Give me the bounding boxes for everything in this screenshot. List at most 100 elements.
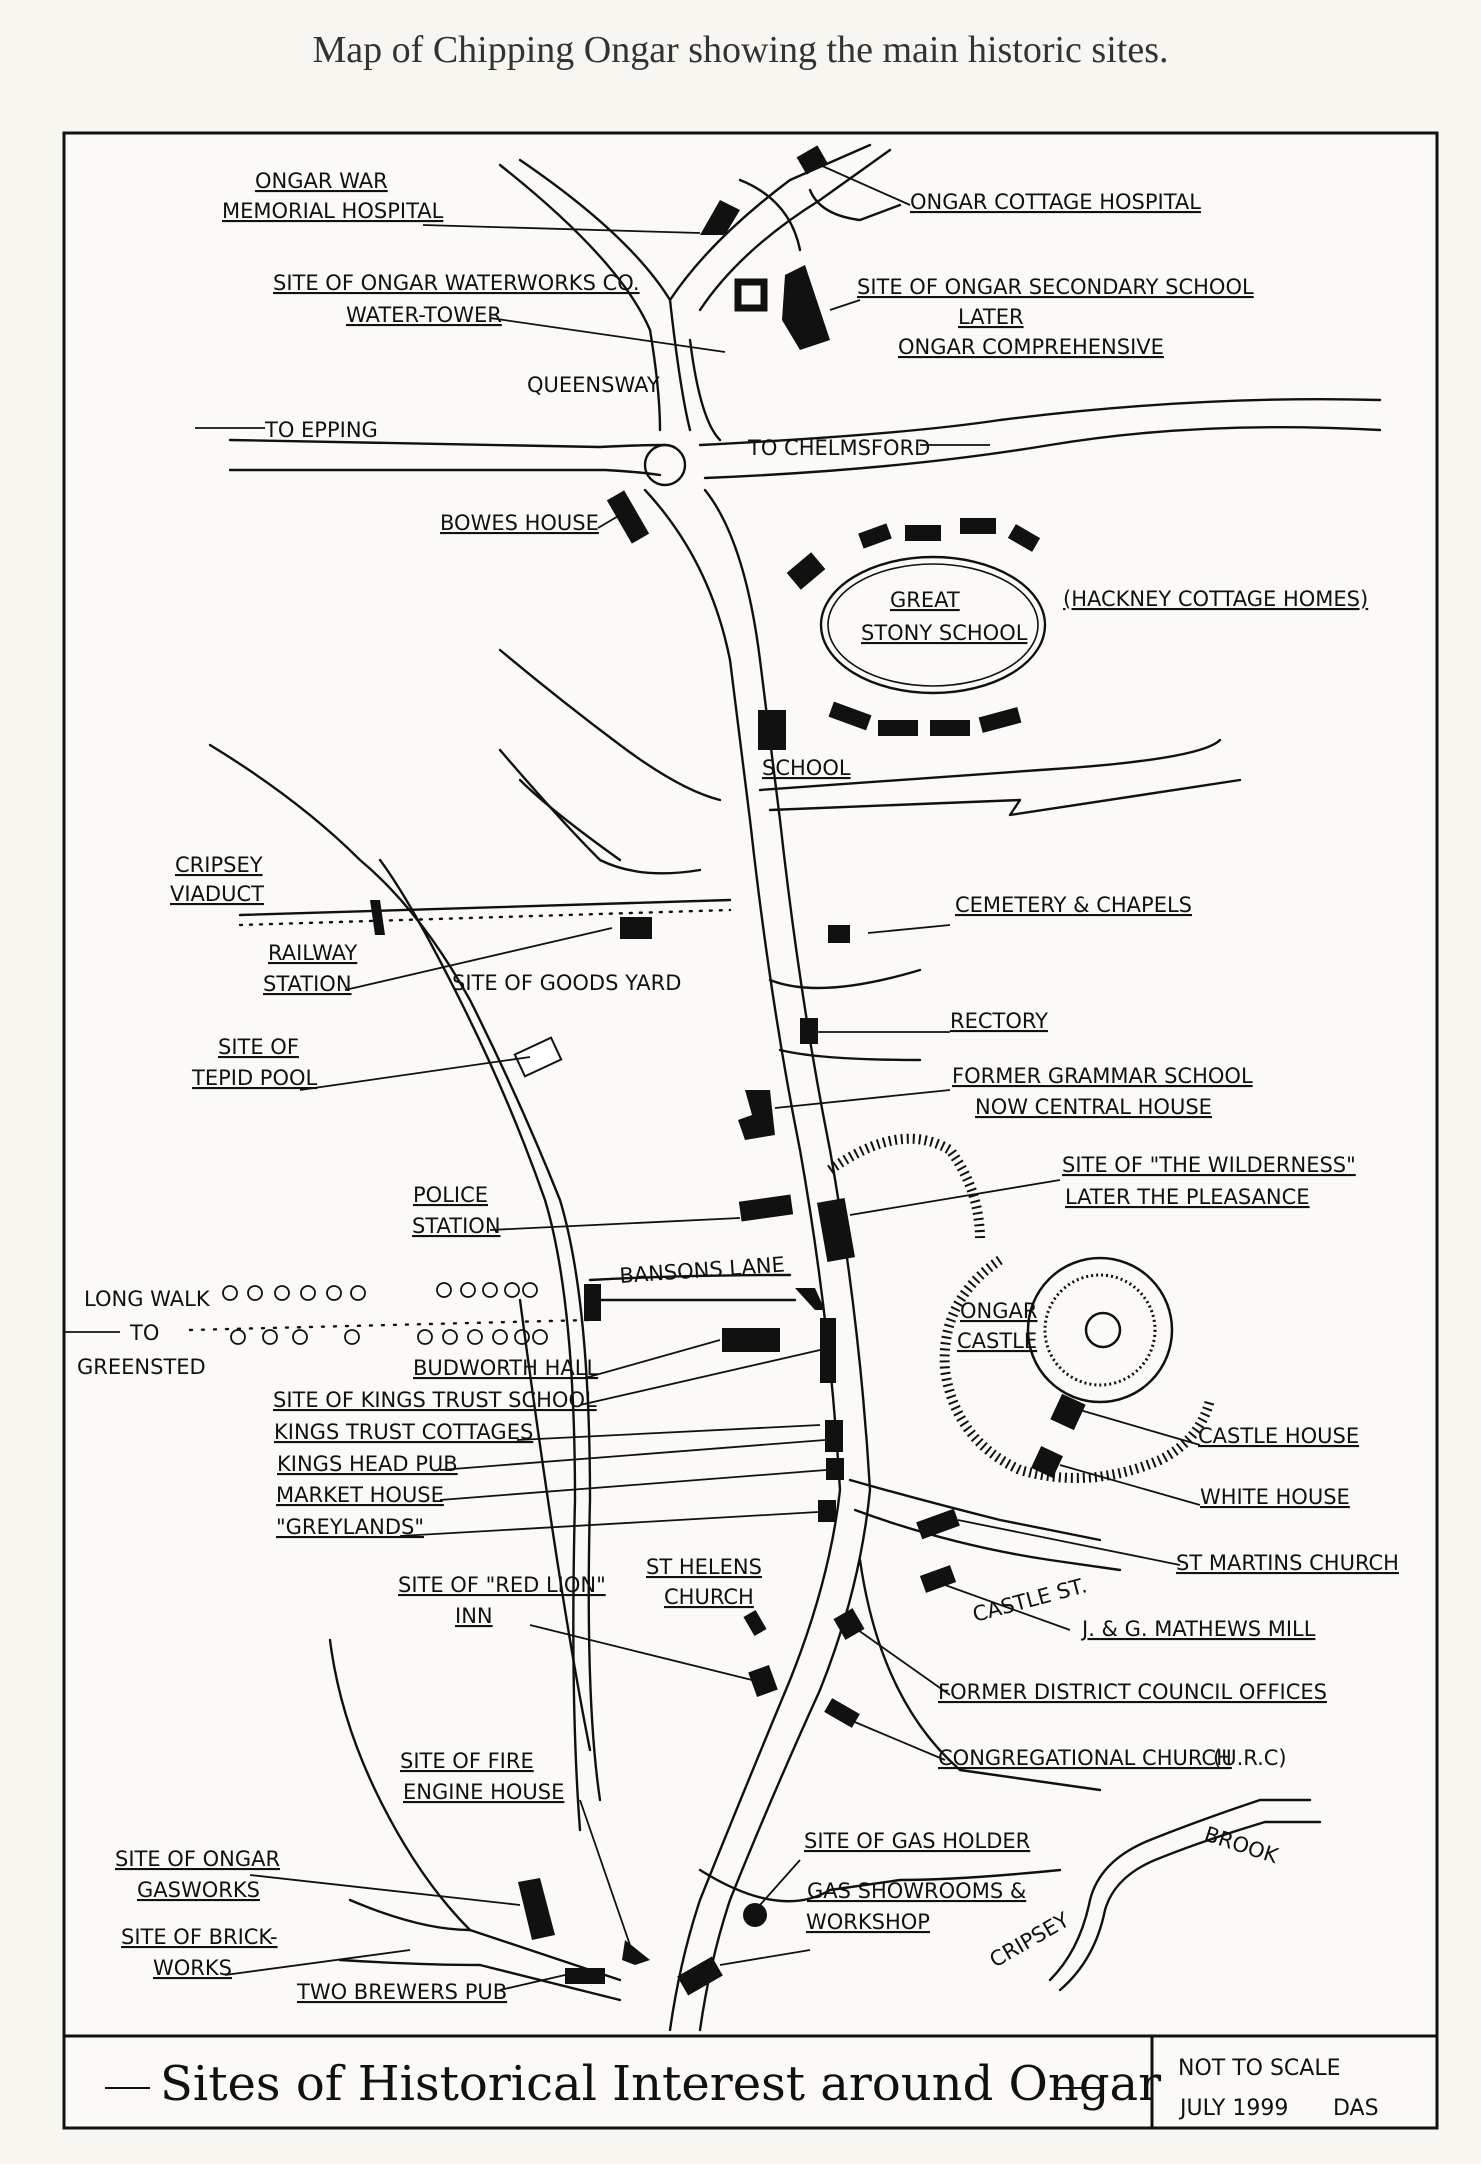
kings-trust-cottages — [820, 1318, 836, 1383]
label-fire-2: ENGINE HOUSE — [403, 1780, 564, 1804]
hackney-home-2 — [858, 523, 892, 549]
buildings — [370, 145, 1086, 1996]
label-two-brewers: TWO BREWERS PUB — [296, 1980, 507, 2004]
police-station — [738, 1194, 794, 1222]
label-cottage-hospital: ONGAR COTTAGE HOSPITAL — [910, 190, 1201, 214]
ongar-castle-earthworks — [827, 1133, 1215, 1483]
label-goods-yard: SITE OF GOODS YARD — [452, 971, 681, 995]
two-brewers-pub — [565, 1968, 605, 1984]
label-kings-trust-school: SITE OF KINGS TRUST SCHOOL — [273, 1388, 597, 1412]
water-tower — [734, 278, 768, 312]
label-great-stony-2: STONY SCHOOL — [861, 621, 1028, 645]
hackney-home-1 — [786, 552, 826, 590]
label-great-stony-1: GREAT — [890, 588, 960, 612]
gas-holder — [743, 1903, 767, 1927]
label-grammar-2: NOW CENTRAL HOUSE — [975, 1095, 1212, 1119]
label-police-2: STATION — [412, 1214, 501, 1238]
label-long-walk-3: GREENSTED — [77, 1355, 206, 1379]
hackney-home-3 — [905, 525, 941, 541]
label-brick-2: WORKS — [153, 1956, 232, 1980]
label-st-helens-1: ST HELENS — [646, 1555, 762, 1579]
label-police-1: POLICE — [413, 1183, 488, 1207]
hackney-home-7 — [878, 720, 918, 736]
mathews-mill — [919, 1565, 957, 1593]
label-rectory: RECTORY — [950, 1009, 1048, 1033]
cemetery-chapel — [828, 925, 850, 943]
market-house — [826, 1458, 844, 1480]
label-long-walk-1: LONG WALK — [84, 1287, 211, 1311]
label-showrooms-1: GAS SHOWROOMS & — [807, 1879, 1026, 1903]
label-secondary-3: ONGAR COMPREHENSIVE — [898, 335, 1164, 359]
castle-house — [1050, 1393, 1086, 1431]
label-fire-1: SITE OF FIRE — [400, 1749, 534, 1773]
label-grammar-1: FORMER GRAMMAR SCHOOL — [952, 1064, 1253, 1088]
label-urc: (U.R.C) — [1213, 1746, 1287, 1770]
district-council-offices — [833, 1608, 865, 1640]
label-mill: J. & G. MATHEWS MILL — [1080, 1617, 1316, 1641]
label-viaduct-2: VIADUCT — [170, 882, 264, 906]
road-network — [188, 143, 1382, 2032]
label-hackney: (HACKNEY COTTAGE HOMES) — [1063, 587, 1368, 611]
hackney-home-8 — [930, 720, 970, 736]
label-railway-1: RAILWAY — [268, 941, 357, 965]
label-queensway: QUEENSWAY — [527, 373, 660, 397]
long-walk-trees — [222, 1282, 548, 1345]
label-brick-1: SITE OF BRICK- — [121, 1925, 278, 1949]
page-caption: Map of Chipping Ongar showing the main h… — [312, 29, 1169, 71]
label-gasworks-2: GASWORKS — [137, 1878, 260, 1902]
label-white-house: WHITE HOUSE — [1200, 1485, 1350, 1509]
label-wilderness-2: LATER THE PLEASANCE — [1065, 1185, 1310, 1209]
label-st-helens-2: CHURCH — [664, 1585, 754, 1609]
goods-yard-building — [620, 917, 652, 939]
tepid-pool — [513, 1036, 563, 1078]
gas-showrooms — [677, 1956, 723, 1996]
label-tepid-2: TEPID POOL — [191, 1066, 318, 1090]
label-cemetery: CEMETERY & CHAPELS — [955, 893, 1192, 917]
label-red-lion-1: SITE OF "RED LION" — [398, 1573, 606, 1597]
label-red-lion-2: INN — [455, 1604, 493, 1628]
label-st-martins: ST MARTINS CHURCH — [1176, 1551, 1399, 1575]
label-to-chelmsford: TO CHELMSFORD — [747, 436, 930, 460]
great-stony-grounds — [819, 555, 1047, 695]
hackney-home-9 — [978, 707, 1022, 733]
label-showrooms-2: WORKSHOP — [806, 1910, 930, 1934]
label-school: SCHOOL — [762, 756, 851, 780]
label-budworth: BUDWORTH HALL — [413, 1356, 598, 1380]
label-bowes-house: BOWES HOUSE — [440, 511, 599, 535]
map-title: Sites of Historical Interest around Onga… — [160, 2056, 1161, 2112]
leader-lines — [65, 164, 1201, 1991]
greylands — [818, 1500, 836, 1522]
red-lion-inn — [748, 1665, 778, 1697]
kings-head-pub — [825, 1420, 843, 1452]
label-castle-2: CASTLE — [957, 1329, 1037, 1353]
label-tepid-1: SITE OF — [218, 1035, 299, 1059]
label-market-house: MARKET HOUSE — [276, 1483, 444, 1507]
white-house — [1031, 1446, 1063, 1478]
label-war-memorial-1: ONGAR WAR — [255, 169, 388, 193]
label-waterworks-1: SITE OF ONGAR WATERWORKS CO. — [273, 271, 640, 295]
label-castle-1: ONGAR — [960, 1299, 1037, 1323]
label-council: FORMER DISTRICT COUNCIL OFFICES — [938, 1680, 1327, 1704]
label-greylands: "GREYLANDS" — [276, 1515, 424, 1539]
kings-trust-school — [722, 1328, 780, 1352]
scale-note: NOT TO SCALE — [1178, 2056, 1341, 2081]
war-memorial-hospital — [700, 200, 740, 235]
label-waterworks-2: WATER-TOWER — [346, 303, 502, 327]
label-kings-head: KINGS HEAD PUB — [277, 1452, 458, 1476]
author-note: DAS — [1333, 2096, 1379, 2121]
date-note: JULY 1999 — [1178, 2096, 1288, 2121]
budworth-hall — [795, 1288, 825, 1310]
label-long-walk-2: TO — [129, 1321, 159, 1345]
fire-engine-house — [622, 1940, 650, 1965]
cripsey-viaduct — [370, 900, 385, 935]
label-secondary-2: LATER — [958, 305, 1024, 329]
cottage-hospital — [796, 145, 828, 175]
bansons-bridge — [584, 1284, 601, 1321]
label-railway-2: STATION — [263, 972, 352, 996]
great-stony-inner — [827, 563, 1039, 687]
hackney-home-6 — [828, 701, 872, 731]
label-to-epping: TO EPPING — [264, 418, 378, 442]
label-secondary-1: SITE OF ONGAR SECONDARY SCHOOL — [857, 275, 1254, 299]
label-gasworks-1: SITE OF ONGAR — [115, 1847, 280, 1871]
